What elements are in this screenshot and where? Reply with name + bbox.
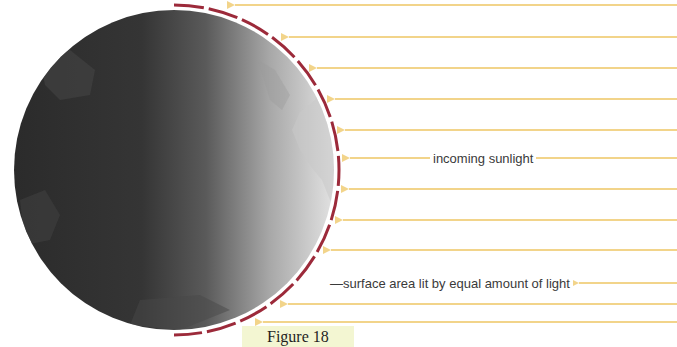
sunlight-ray	[343, 219, 677, 221]
landmass	[130, 295, 230, 330]
landmass	[258, 60, 290, 110]
continents	[20, 10, 340, 330]
sunlight-ray	[317, 67, 677, 69]
sunlight-ray	[331, 249, 677, 251]
sunlight-ray	[288, 303, 677, 305]
lit-surface-arc	[174, 5, 339, 335]
sunlight-ray	[335, 98, 677, 100]
caption-highlight	[242, 326, 354, 347]
landmass	[40, 50, 95, 100]
landmass	[20, 190, 60, 245]
sunlight-ray	[345, 129, 677, 131]
surface-label: —surface area lit by equal amount of lig…	[327, 276, 573, 291]
sunlight-ray	[579, 282, 677, 284]
figure-caption: Figure 18	[267, 328, 329, 346]
sunlight-label: incoming sunlight	[430, 151, 536, 166]
sunlight-ray	[289, 36, 677, 38]
sunlight-ray	[263, 321, 677, 323]
sunlight-ray	[349, 188, 677, 190]
earth-globe	[14, 10, 334, 330]
sunlight-ray	[235, 4, 677, 6]
sunlight-rays	[235, 5, 677, 322]
